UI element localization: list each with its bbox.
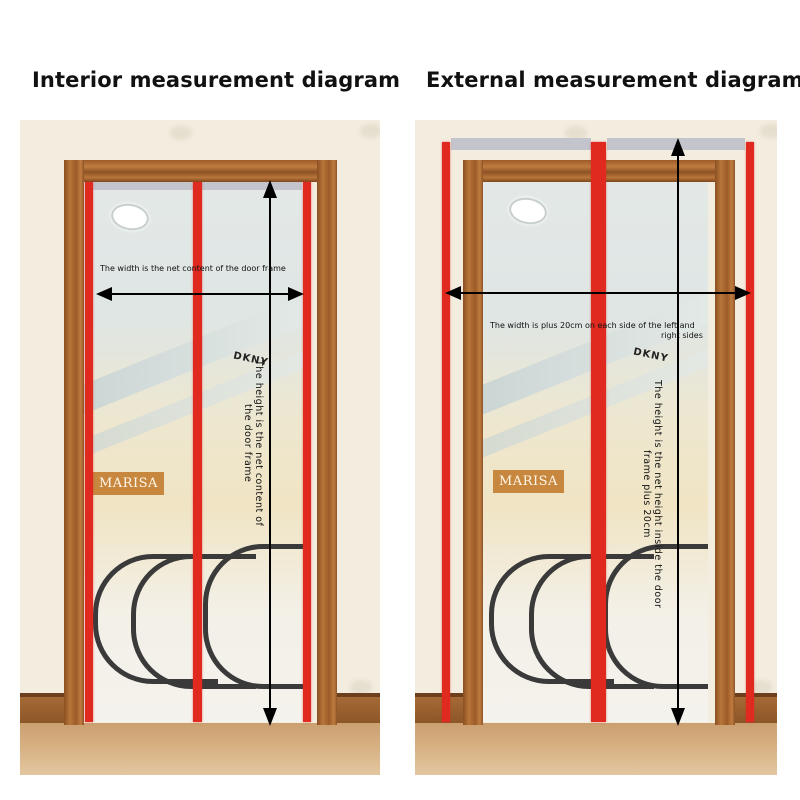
baseboard-left <box>20 693 70 725</box>
curtain-strip-left <box>85 182 93 722</box>
wall-pattern <box>750 680 772 694</box>
width-arrow <box>445 286 751 300</box>
curtain-strip-right <box>303 182 311 722</box>
wall-pattern <box>350 680 372 694</box>
wall-pattern <box>360 124 380 138</box>
escalator <box>93 554 218 684</box>
curtain-strip-center <box>193 182 202 722</box>
escalator <box>203 544 305 689</box>
width-label-line1: The width is plus 20cm on each side of t… <box>490 321 695 330</box>
interior-title: Interior measurement diagram <box>32 68 401 92</box>
baseboard-right <box>335 693 380 725</box>
height-label: The height is the net content of the doo… <box>242 359 264 527</box>
height-arrow <box>263 180 277 726</box>
external-diagram: DKNY MARISA The width is plus 20cm on ea… <box>415 120 777 775</box>
door-frame-right <box>715 160 735 725</box>
escalator <box>489 554 614 684</box>
wall-pattern <box>760 124 777 138</box>
curtain-strip-right <box>746 142 754 722</box>
floor <box>415 723 777 775</box>
ceiling-lamp <box>109 200 151 234</box>
door-frame-right <box>317 160 337 725</box>
store-sign: MARISA <box>93 472 164 495</box>
height-arrow <box>671 138 685 726</box>
door-frame-left <box>64 160 84 725</box>
door-frame-top <box>64 160 336 182</box>
baseboard-left <box>415 693 465 725</box>
curtain-strip-center <box>591 142 606 722</box>
store-sign: MARISA <box>493 470 564 493</box>
width-label: The width is the net content of the door… <box>100 264 286 273</box>
floor <box>20 723 380 775</box>
wall-pattern <box>170 126 192 140</box>
baseboard-right <box>733 693 777 725</box>
top-rail-left <box>451 138 591 150</box>
width-arrow <box>96 287 304 301</box>
door-frame-left <box>463 160 483 725</box>
curtain-strip-left <box>442 142 450 722</box>
store-logo: DKNY <box>632 346 670 365</box>
width-label-line2: right sides <box>661 331 703 340</box>
external-title: External measurement diagram <box>426 68 800 92</box>
ceiling-lamp <box>507 194 549 228</box>
interior-diagram: DKNY MARISA The width is the net content… <box>20 120 380 775</box>
height-label: The height is the net height inside the … <box>641 379 663 609</box>
wall-pattern <box>565 126 587 140</box>
